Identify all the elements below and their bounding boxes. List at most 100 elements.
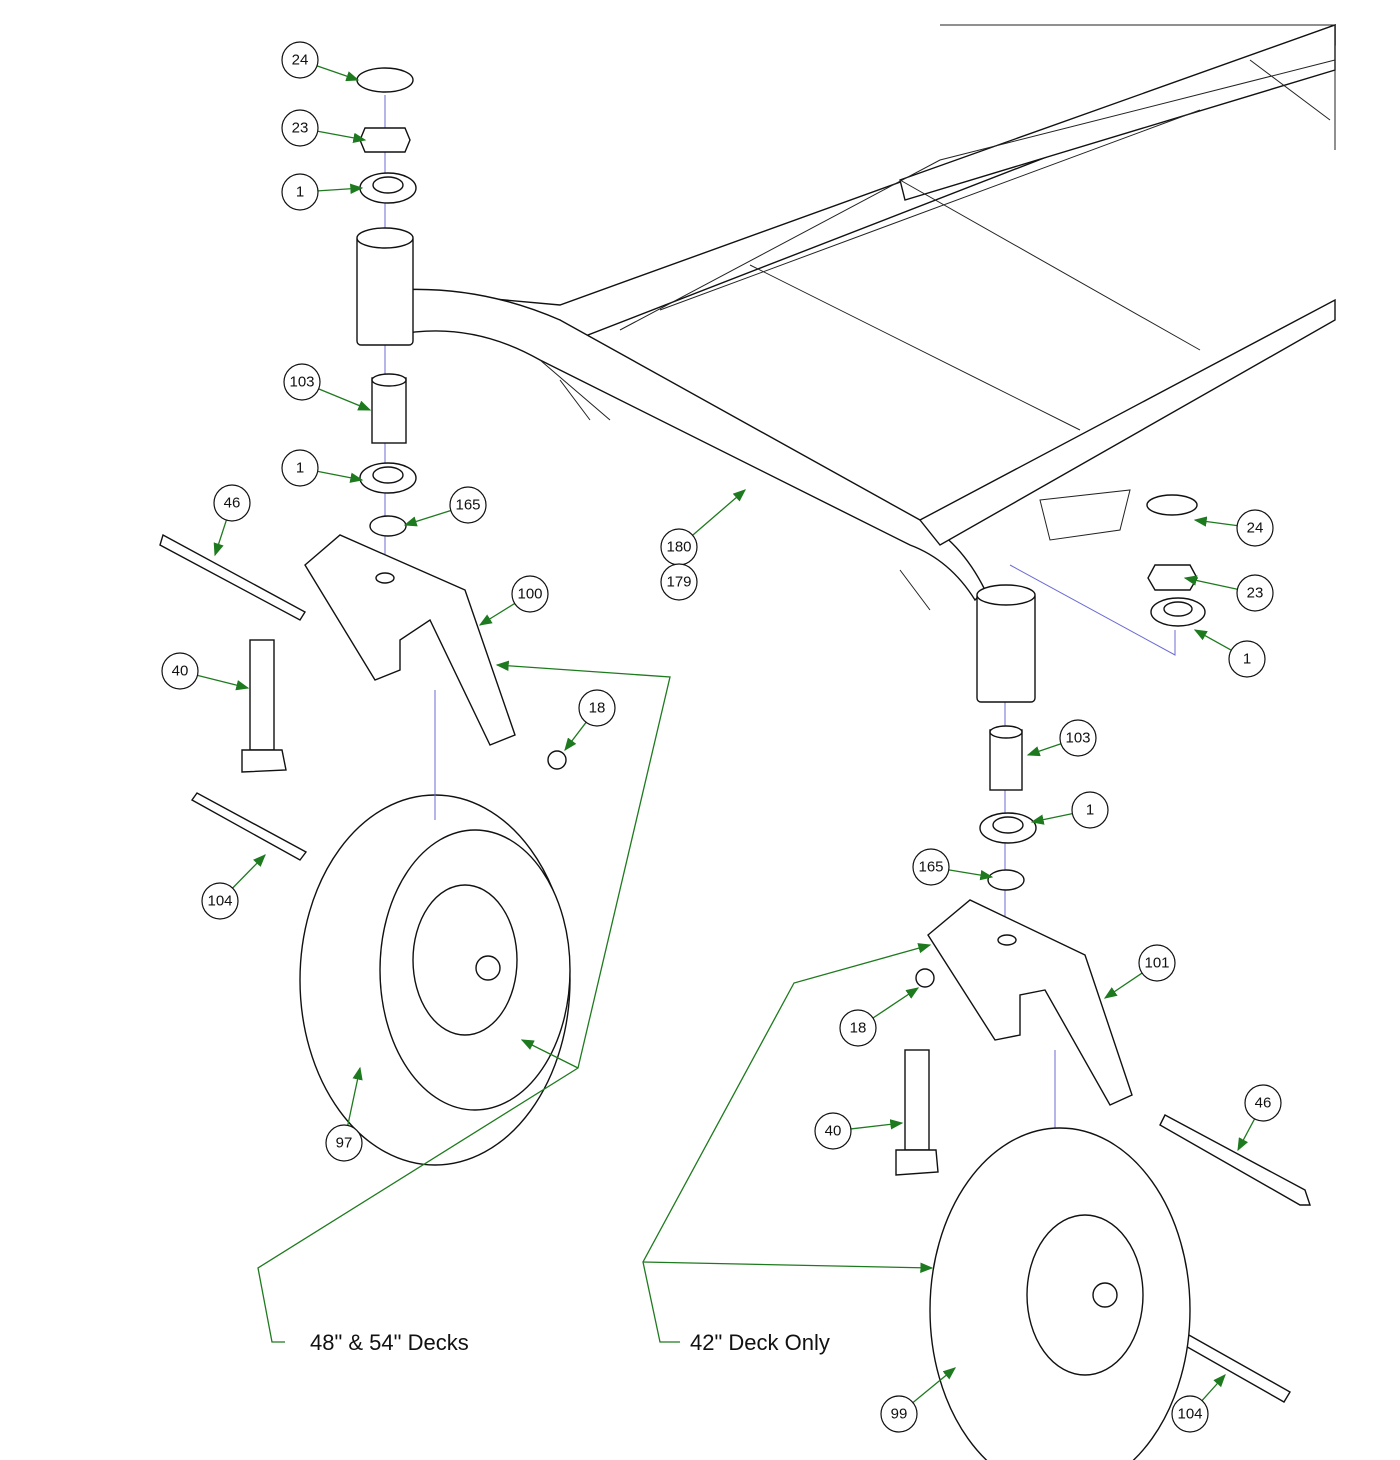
callout-circle [839,1009,877,1047]
deck-label-48-54: 48" & 54" Decks [310,1330,469,1355]
leader-arrow [317,183,364,194]
leader-arrow [317,130,367,143]
callout-number: 40 [172,663,189,680]
callout-circle [1071,791,1109,829]
callout-100: 100 [511,575,549,613]
callout-circle [1171,1395,1209,1433]
callout-24: 24 [281,41,319,79]
callout-circle [281,109,319,147]
callout-number: 24 [1247,520,1264,537]
leader-arrow [478,602,516,626]
callout-number: 97 [336,1135,353,1152]
leader-arrow [316,65,360,82]
callout-number: 1 [296,460,304,477]
callout-99: 99 [880,1395,918,1433]
callout-circle [880,1395,918,1433]
callout-circle [161,652,199,690]
callout-circle [912,848,950,886]
callout-circle [213,484,251,522]
leader-42-fork [642,943,932,1343]
callout-circle [449,486,487,524]
deck-label-42: 42" Deck Only [690,1330,830,1355]
callout-number: 24 [292,52,309,69]
leader-arrow [872,987,920,1019]
callout-circle [1138,944,1176,982]
callout-46: 46 [1244,1084,1282,1122]
callout-24: 24 [1236,509,1274,547]
callout-40: 40 [814,1112,852,1150]
leader-arrow [912,1367,957,1404]
leader-arrow [692,489,746,536]
callout-circle [281,173,319,211]
callout-40: 40 [161,652,199,690]
locknut [359,127,411,153]
callout-1: 1 [1228,640,1266,678]
right-caster-assembly [895,494,1311,1460]
leader-arrow [318,388,372,411]
leader-48-54-wheel [520,1039,579,1069]
callout-number: 1 [1243,651,1251,668]
callout-number: 46 [224,495,241,512]
callout-circle [660,563,698,601]
callout-1: 1 [281,449,319,487]
leader-arrow [232,854,266,889]
callout-number: 179 [666,574,691,591]
leader-arrow [564,721,587,752]
callout-number: 104 [1177,1406,1202,1423]
callout-number: 1 [1086,802,1094,819]
callout-bubbles: 24 23 1 103 1 165 46 100 40 18 104 97 180 179 24 23 1 103… [161,41,1282,1433]
callout-179: 179 [660,563,698,601]
callout-180: 180 [660,528,698,566]
callout-number: 165 [918,859,943,876]
callout-circle [1059,719,1097,757]
callout-circle [1228,640,1266,678]
leader-arrow [317,470,364,483]
callout-number: 104 [207,893,232,910]
leader-arrow [1103,972,1143,999]
callout-number: 40 [825,1123,842,1140]
leader-arrow [213,519,228,557]
leader-arrow [1237,1118,1256,1152]
leader-arrow [1193,516,1238,527]
caster-fork-101 [927,899,1133,1106]
callout-18: 18 [839,1009,877,1047]
callout-23: 23 [281,109,319,147]
callout-number: 103 [289,374,314,391]
leader-arrow [347,1066,363,1126]
callout-circle [281,41,319,79]
leader-arrow [1201,1374,1226,1402]
callout-number: 100 [517,586,542,603]
callout-46: 46 [213,484,251,522]
callout-number: 18 [850,1020,867,1037]
callout-number: 99 [891,1406,908,1423]
callout-104: 104 [201,882,239,920]
callout-number: 165 [455,497,480,514]
callout-circle [283,363,321,401]
callout-number: 180 [666,539,691,556]
leader-arrow [948,869,994,881]
callout-103: 103 [1059,719,1097,757]
leader-48-54-fork [257,660,671,1343]
callout-103: 103 [283,363,321,401]
mower-frame [394,24,1336,611]
leader-lines [197,65,1256,1404]
callout-number: 1 [296,184,304,201]
callout-circle [281,449,319,487]
leader-arrow [850,1119,904,1130]
dust-cap [356,67,414,93]
callout-number: 103 [1065,730,1090,747]
callout-circle [578,689,616,727]
callout-circle [814,1112,852,1150]
callout-circle [1236,509,1274,547]
leader-arrow [1026,743,1062,757]
leader-arrow [1030,813,1073,825]
leader-arrow [1183,575,1238,590]
callout-circle [1244,1084,1282,1122]
callout-circle [1236,574,1274,612]
leader-arrow [1193,629,1232,651]
callout-23: 23 [1236,574,1274,612]
caster-fork-100 [304,534,516,746]
callout-1: 1 [1071,791,1109,829]
callout-circle [511,575,549,613]
